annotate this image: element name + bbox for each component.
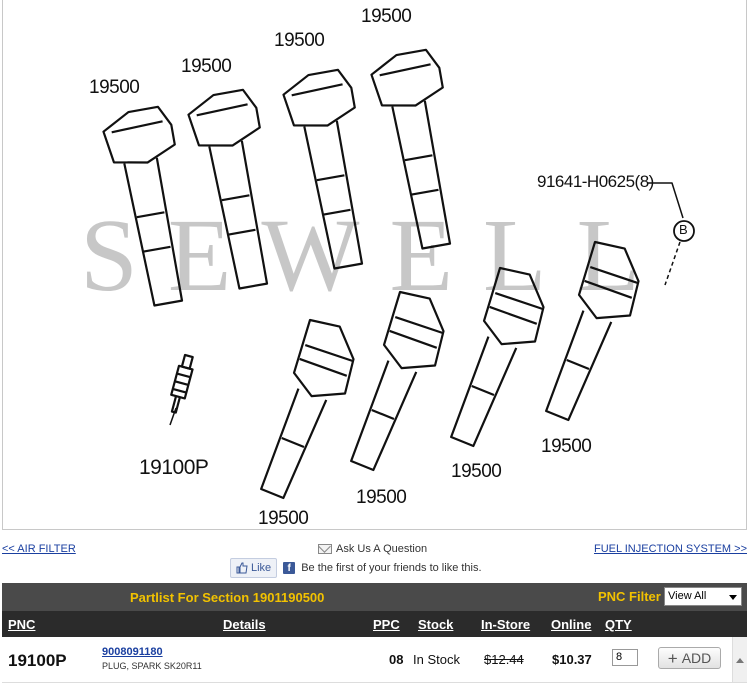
add-to-cart-button[interactable]: + ADD (658, 647, 721, 669)
ask-question-link[interactable]: Ask Us A Question (318, 543, 427, 555)
thumbs-up-icon (236, 562, 248, 574)
row-online-price: $10.37 (552, 652, 592, 667)
ignition-coils-drawing (102, 48, 695, 500)
like-button[interactable]: Like (230, 558, 278, 578)
plus-icon: + (667, 648, 678, 668)
next-section-link[interactable]: FUEL INJECTION SYSTEM >> (593, 543, 747, 555)
pnc-filter-label: PNC Filter (598, 589, 661, 604)
header-details[interactable]: Details (223, 617, 266, 632)
lower-coil-4 (545, 240, 640, 422)
section-title: Partlist For Section 1901190500 (130, 590, 325, 605)
upper-coil-3 (282, 68, 364, 270)
pnc-filter-select[interactable]: View All (664, 587, 742, 606)
row-ppc: 08 (389, 652, 404, 667)
callout-coil-6: 19500 (356, 487, 407, 508)
ask-question-label: Ask Us A Question (336, 543, 428, 555)
facebook-icon: f (283, 562, 296, 574)
upper-coil-2 (187, 88, 269, 290)
callout-coil-2: 19500 (181, 56, 232, 77)
callout-coil-3: 19500 (274, 30, 325, 51)
lower-coil-2 (350, 290, 445, 472)
callout-spark-plug: 19100P (139, 456, 209, 479)
like-social-text: Be the first of your friends to like thi… (301, 562, 482, 574)
upper-coil-1 (102, 105, 184, 307)
table-row: 19100P 9008091180 PLUG, SPARK SK20R11 08… (2, 637, 747, 683)
callout-coil-4: 19500 (361, 6, 412, 27)
callout-coil-7: 19500 (451, 461, 502, 482)
header-online[interactable]: Online (551, 617, 592, 632)
parts-table: Partlist For Section 1901190500 PNC Filt… (2, 583, 747, 683)
callout-bolt-ref: B (679, 222, 688, 237)
header-qty[interactable]: QTY (605, 617, 632, 632)
like-button-label: Like (251, 562, 272, 574)
row-stock-status: In Stock (413, 652, 460, 667)
callout-coil-5: 19500 (258, 508, 309, 529)
spark-plug (170, 353, 194, 414)
header-ppc[interactable]: PPC (373, 617, 400, 632)
chevron-down-icon (729, 595, 737, 600)
prev-section-link[interactable]: << AIR FILTER (2, 543, 76, 555)
partlist-title-bar: Partlist For Section 1901190500 PNC Filt… (2, 583, 747, 611)
diagram-frame (2, 0, 747, 530)
upper-coil-4 (370, 48, 452, 250)
row-part-number-link[interactable]: 9008091180 (102, 646, 163, 658)
table-header-row: PNC Details PPC Stock In-Store Online QT… (2, 611, 747, 637)
social-like-bar: Like f Be the first of your friends to l… (230, 557, 482, 579)
scrollbar[interactable] (732, 637, 747, 682)
add-button-label: ADD (681, 650, 712, 666)
callout-coil-1: 19500 (89, 77, 140, 98)
header-pnc[interactable]: PNC (8, 617, 36, 632)
row-instore-price: $12.44 (484, 652, 524, 667)
callout-bolt: 91641-H0625(8) (537, 172, 654, 191)
header-stock[interactable]: Stock (418, 617, 454, 632)
lower-coil-1 (260, 318, 355, 500)
row-description: PLUG, SPARK SK20R11 (102, 661, 202, 671)
callout-coil-8: 19500 (541, 436, 592, 457)
header-instore[interactable]: In-Store (481, 617, 531, 632)
quantity-input[interactable]: 8 (612, 649, 638, 666)
envelope-icon (318, 544, 332, 554)
row-pnc: 19100P (8, 651, 67, 670)
lower-coil-3 (450, 266, 545, 448)
parts-diagram: SEWELL (2, 0, 747, 530)
pnc-filter-value: View All (668, 590, 707, 602)
